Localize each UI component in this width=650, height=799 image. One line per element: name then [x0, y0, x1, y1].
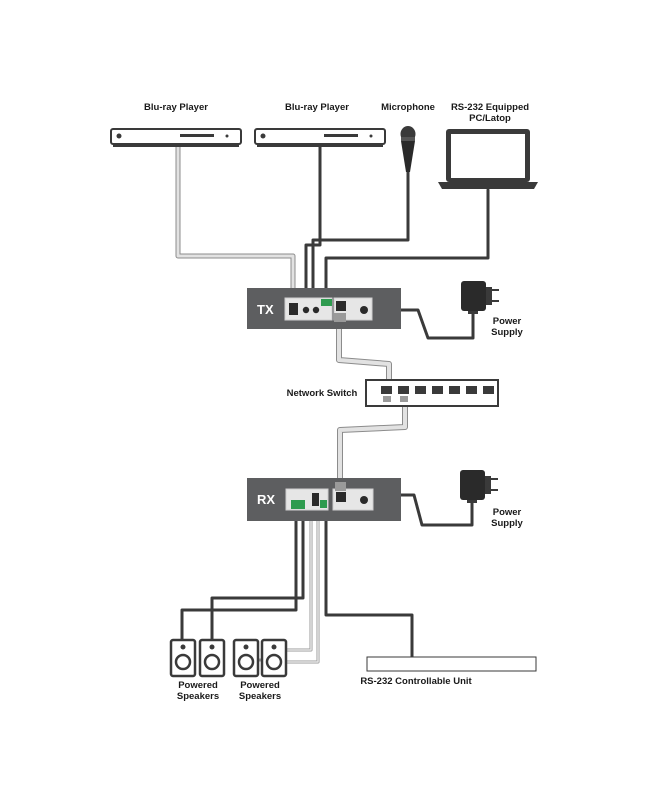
speakers1-cable-outer: [180, 516, 298, 642]
rs232-unit-icon: [366, 656, 537, 672]
speakers-2-label: Powered Speakers: [230, 680, 290, 702]
pc-label-line2: PC/Latop: [469, 113, 511, 124]
speakers1-cable-inner: [210, 516, 305, 642]
speaker-4-icon: [260, 638, 288, 678]
rx-unit: [247, 478, 401, 521]
pc-cable: [324, 188, 490, 292]
tx-power-supply-label: Power Supply: [485, 316, 529, 338]
laptop-icon: [438, 129, 538, 189]
microphone-icon: [400, 126, 416, 172]
pc-label: RS-232 Equipped PC/Latop: [440, 102, 540, 124]
speakers-1-label-line2: Speakers: [176, 691, 220, 702]
bluray-player-2-icon: [254, 128, 386, 147]
rx-label: RX: [257, 492, 276, 507]
bluray-player-2-label: Blu-ray Player: [285, 102, 349, 113]
speaker-3-icon: [232, 638, 260, 678]
tx-label: TX: [257, 302, 274, 317]
rs232-unit-label: RS-232 Controllable Unit: [360, 676, 472, 687]
speakers-2-label-line2: Speakers: [238, 691, 282, 702]
tx-power-label-line2: Supply: [491, 327, 523, 338]
rx-power-label-line1: Power: [492, 507, 522, 518]
tx-power-supply-icon: [461, 281, 499, 314]
network-switch-icon: [365, 379, 499, 407]
switch-rx-cable: [337, 397, 408, 487]
tx-unit: [247, 288, 401, 329]
bluray-player-1-label: Blu-ray Player: [144, 102, 208, 113]
speakers2-cable-a: [266, 516, 313, 652]
microphone-cable: [311, 170, 410, 292]
pc-label-line1: RS-232 Equipped: [450, 102, 530, 113]
rx-power-label-line2: Supply: [491, 518, 523, 529]
tx-power-label-line1: Power: [492, 316, 522, 327]
rx-power-supply-icon: [460, 470, 498, 503]
rs232-unit-cable: [324, 516, 414, 659]
bluray-player-1-icon: [110, 128, 242, 147]
speakers-1-label: Powered Speakers: [168, 680, 228, 702]
speaker-1-icon: [169, 638, 197, 678]
speakers-2-label-line1: Powered: [240, 680, 280, 691]
speakers-1-label-line1: Powered: [178, 680, 218, 691]
speaker-2-icon: [198, 638, 226, 678]
bluray1-cable: [175, 143, 296, 291]
tx-power-cable: [368, 304, 475, 340]
microphone-label: Microphone: [381, 102, 435, 113]
network-switch-label: Network Switch: [286, 388, 358, 399]
rx-power-supply-label: Power Supply: [485, 507, 529, 529]
